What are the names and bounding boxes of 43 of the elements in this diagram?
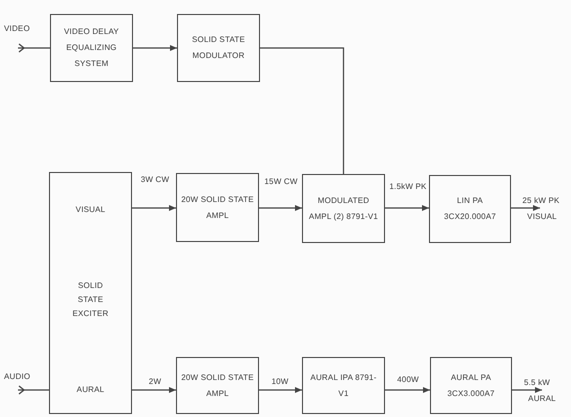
box-text: VISUAL xyxy=(74,204,106,216)
output-label: VISUAL xyxy=(514,210,570,224)
process-box xyxy=(429,175,511,243)
signal-label: VIDEO xyxy=(4,22,42,36)
edge-label: 25 kW PK xyxy=(521,195,561,207)
edge-label: 1.5kW PK xyxy=(388,181,428,193)
connector-arrow xyxy=(133,45,177,51)
output-label: AURAL xyxy=(514,392,570,406)
edge-label: 2W xyxy=(148,376,162,388)
box-text: AURAL IPA 8791-V1 xyxy=(309,372,378,400)
edge-label: 3W CW xyxy=(140,174,170,186)
process-box xyxy=(302,357,385,414)
box-text: MODULATED AMPL (2) 8791-V1 xyxy=(308,194,380,223)
signal-label: AUDIO xyxy=(4,370,42,384)
connector-arrow xyxy=(385,387,430,393)
connector-arrow xyxy=(132,387,176,393)
box-text: 20W SOLID STATE AMPL xyxy=(181,372,254,400)
box-text: VIDEO DELAY EQUALIZING SYSTEM xyxy=(63,26,120,70)
process-box xyxy=(176,173,259,242)
process-box xyxy=(302,174,385,243)
edge-label: 10W xyxy=(270,376,290,388)
connector-arrow xyxy=(18,385,49,395)
box-text: SOLID STATE EXCITER xyxy=(71,280,110,320)
connector-arrow xyxy=(511,205,540,211)
connector-arrow xyxy=(132,205,176,211)
box-text: SOLID STATE MODULATOR xyxy=(190,34,246,62)
process-box xyxy=(430,357,512,414)
box-text: 20W SOLID STATE AMPL xyxy=(181,194,254,222)
connector-arrow xyxy=(512,387,542,393)
box-text: LIN PA 3CX20.000A7 xyxy=(442,195,498,223)
process-box xyxy=(176,357,259,414)
process-box xyxy=(177,14,260,82)
box-text: AURAL xyxy=(76,384,106,396)
edge-label: 5.5 kW xyxy=(522,377,552,389)
box-text: AURAL PA 3CX3.000A7 xyxy=(446,372,496,400)
connector-arrow xyxy=(18,43,50,53)
exciter-box xyxy=(49,172,132,414)
connector-arrow xyxy=(385,205,429,211)
process-box xyxy=(50,14,133,82)
edge-label: 400W xyxy=(396,374,420,386)
connector-arrow xyxy=(259,205,302,211)
edge-label: 15W CW xyxy=(264,176,298,188)
connector-arrow xyxy=(259,387,302,393)
